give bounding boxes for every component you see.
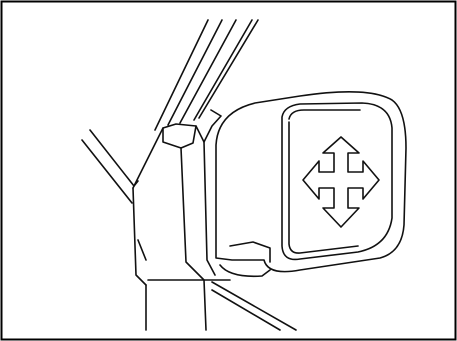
mirror-glass bbox=[281, 102, 393, 261]
four-way-arrow-icon bbox=[302, 136, 380, 228]
mirror-housing bbox=[215, 91, 407, 278]
mirror-post bbox=[132, 109, 222, 331]
a-pillar-lines bbox=[154, 19, 259, 131]
body-lines bbox=[81, 129, 297, 331]
